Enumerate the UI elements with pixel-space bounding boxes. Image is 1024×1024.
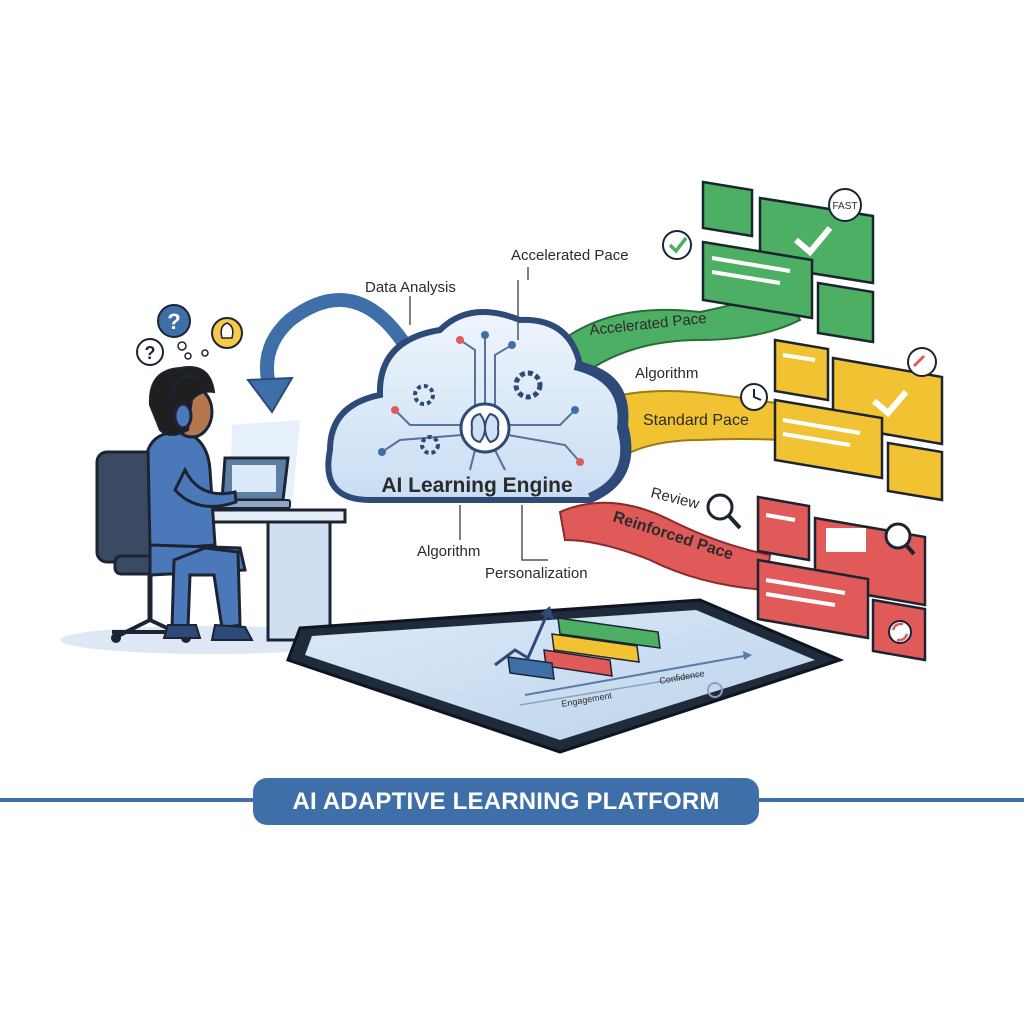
question-bubble-icon — [157, 304, 191, 338]
learner-arm — [173, 466, 238, 508]
search-icon — [706, 493, 734, 521]
tablet-home-button — [707, 682, 723, 698]
gear-icon-large — [513, 370, 543, 400]
desk-top — [203, 508, 347, 524]
question-bubble-small-icon — [136, 338, 164, 366]
path-label-standard: Standard Pace — [643, 412, 749, 429]
chair-back — [95, 450, 157, 564]
tablet: Engagement Confidence — [286, 598, 845, 754]
learner: ? ? — [95, 304, 347, 643]
module-group-standard — [773, 338, 944, 502]
check-circle-icon — [662, 230, 692, 260]
path-ribbon-reinforced — [558, 501, 772, 592]
label-accelerated-top: Accelerated Pace — [511, 247, 629, 264]
gear-icon — [413, 384, 435, 406]
feedback-arrow-head — [246, 376, 294, 414]
engine-title: AI Learning Engine — [381, 474, 572, 497]
path-ribbon-accelerated — [543, 283, 802, 387]
learner-legs — [170, 546, 242, 630]
feedback-arrow — [260, 293, 412, 387]
svg-text:?: ? — [145, 343, 156, 363]
dashboard-bars — [507, 617, 661, 680]
ai-engine-cloud: AI Learning Engine — [325, 309, 632, 503]
trend-arrow-icon — [494, 611, 550, 667]
gear-icon-small — [420, 435, 440, 455]
fast-badge-label: FAST — [832, 201, 857, 212]
platform-title: AI ADAPTIVE LEARNING PLATFORM — [292, 787, 720, 815]
platform-title-banner: AI ADAPTIVE LEARNING PLATFORM — [253, 778, 759, 825]
check-icon-standard — [872, 390, 909, 418]
fast-badge — [828, 188, 862, 222]
label-personalization: Personalization — [485, 565, 588, 582]
label-algorithm-mid: Algorithm — [635, 365, 698, 382]
headphones-icon — [168, 374, 202, 396]
label-review: Review — [649, 484, 701, 512]
desk-leg — [266, 520, 332, 642]
search-icon-card — [884, 522, 912, 550]
gauge-icon — [907, 347, 937, 377]
label-algorithm-bottom: Algorithm — [417, 543, 480, 560]
svg-text:?: ? — [167, 309, 180, 334]
label-data-analysis: Data Analysis — [365, 279, 456, 296]
check-icon — [794, 226, 833, 257]
learner-hair — [148, 366, 216, 436]
